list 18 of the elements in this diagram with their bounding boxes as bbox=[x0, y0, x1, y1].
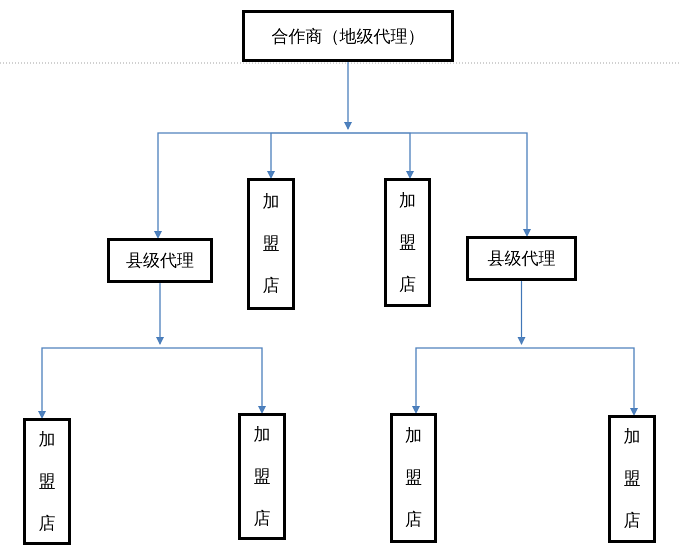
arrow bbox=[344, 62, 352, 130]
store-box: 加盟店 bbox=[238, 413, 286, 540]
store-box: 加盟店 bbox=[384, 178, 431, 307]
agent-box: 合作商（地级代理） bbox=[242, 10, 454, 62]
arrow bbox=[267, 132, 348, 179]
store-box: 加盟店 bbox=[247, 178, 295, 310]
store-box: 加盟店 bbox=[608, 415, 656, 543]
arrow bbox=[160, 347, 266, 414]
store-box: 加盟店 bbox=[23, 418, 71, 545]
arrow bbox=[156, 283, 164, 345]
agent-box: 县级代理 bbox=[107, 238, 213, 283]
arrow bbox=[518, 281, 526, 345]
agent-box: 县级代理 bbox=[466, 236, 577, 281]
arrow bbox=[412, 347, 522, 414]
arrow bbox=[522, 347, 638, 416]
arrow bbox=[38, 347, 160, 419]
store-box: 加盟店 bbox=[390, 413, 437, 543]
arrow bbox=[348, 132, 531, 237]
